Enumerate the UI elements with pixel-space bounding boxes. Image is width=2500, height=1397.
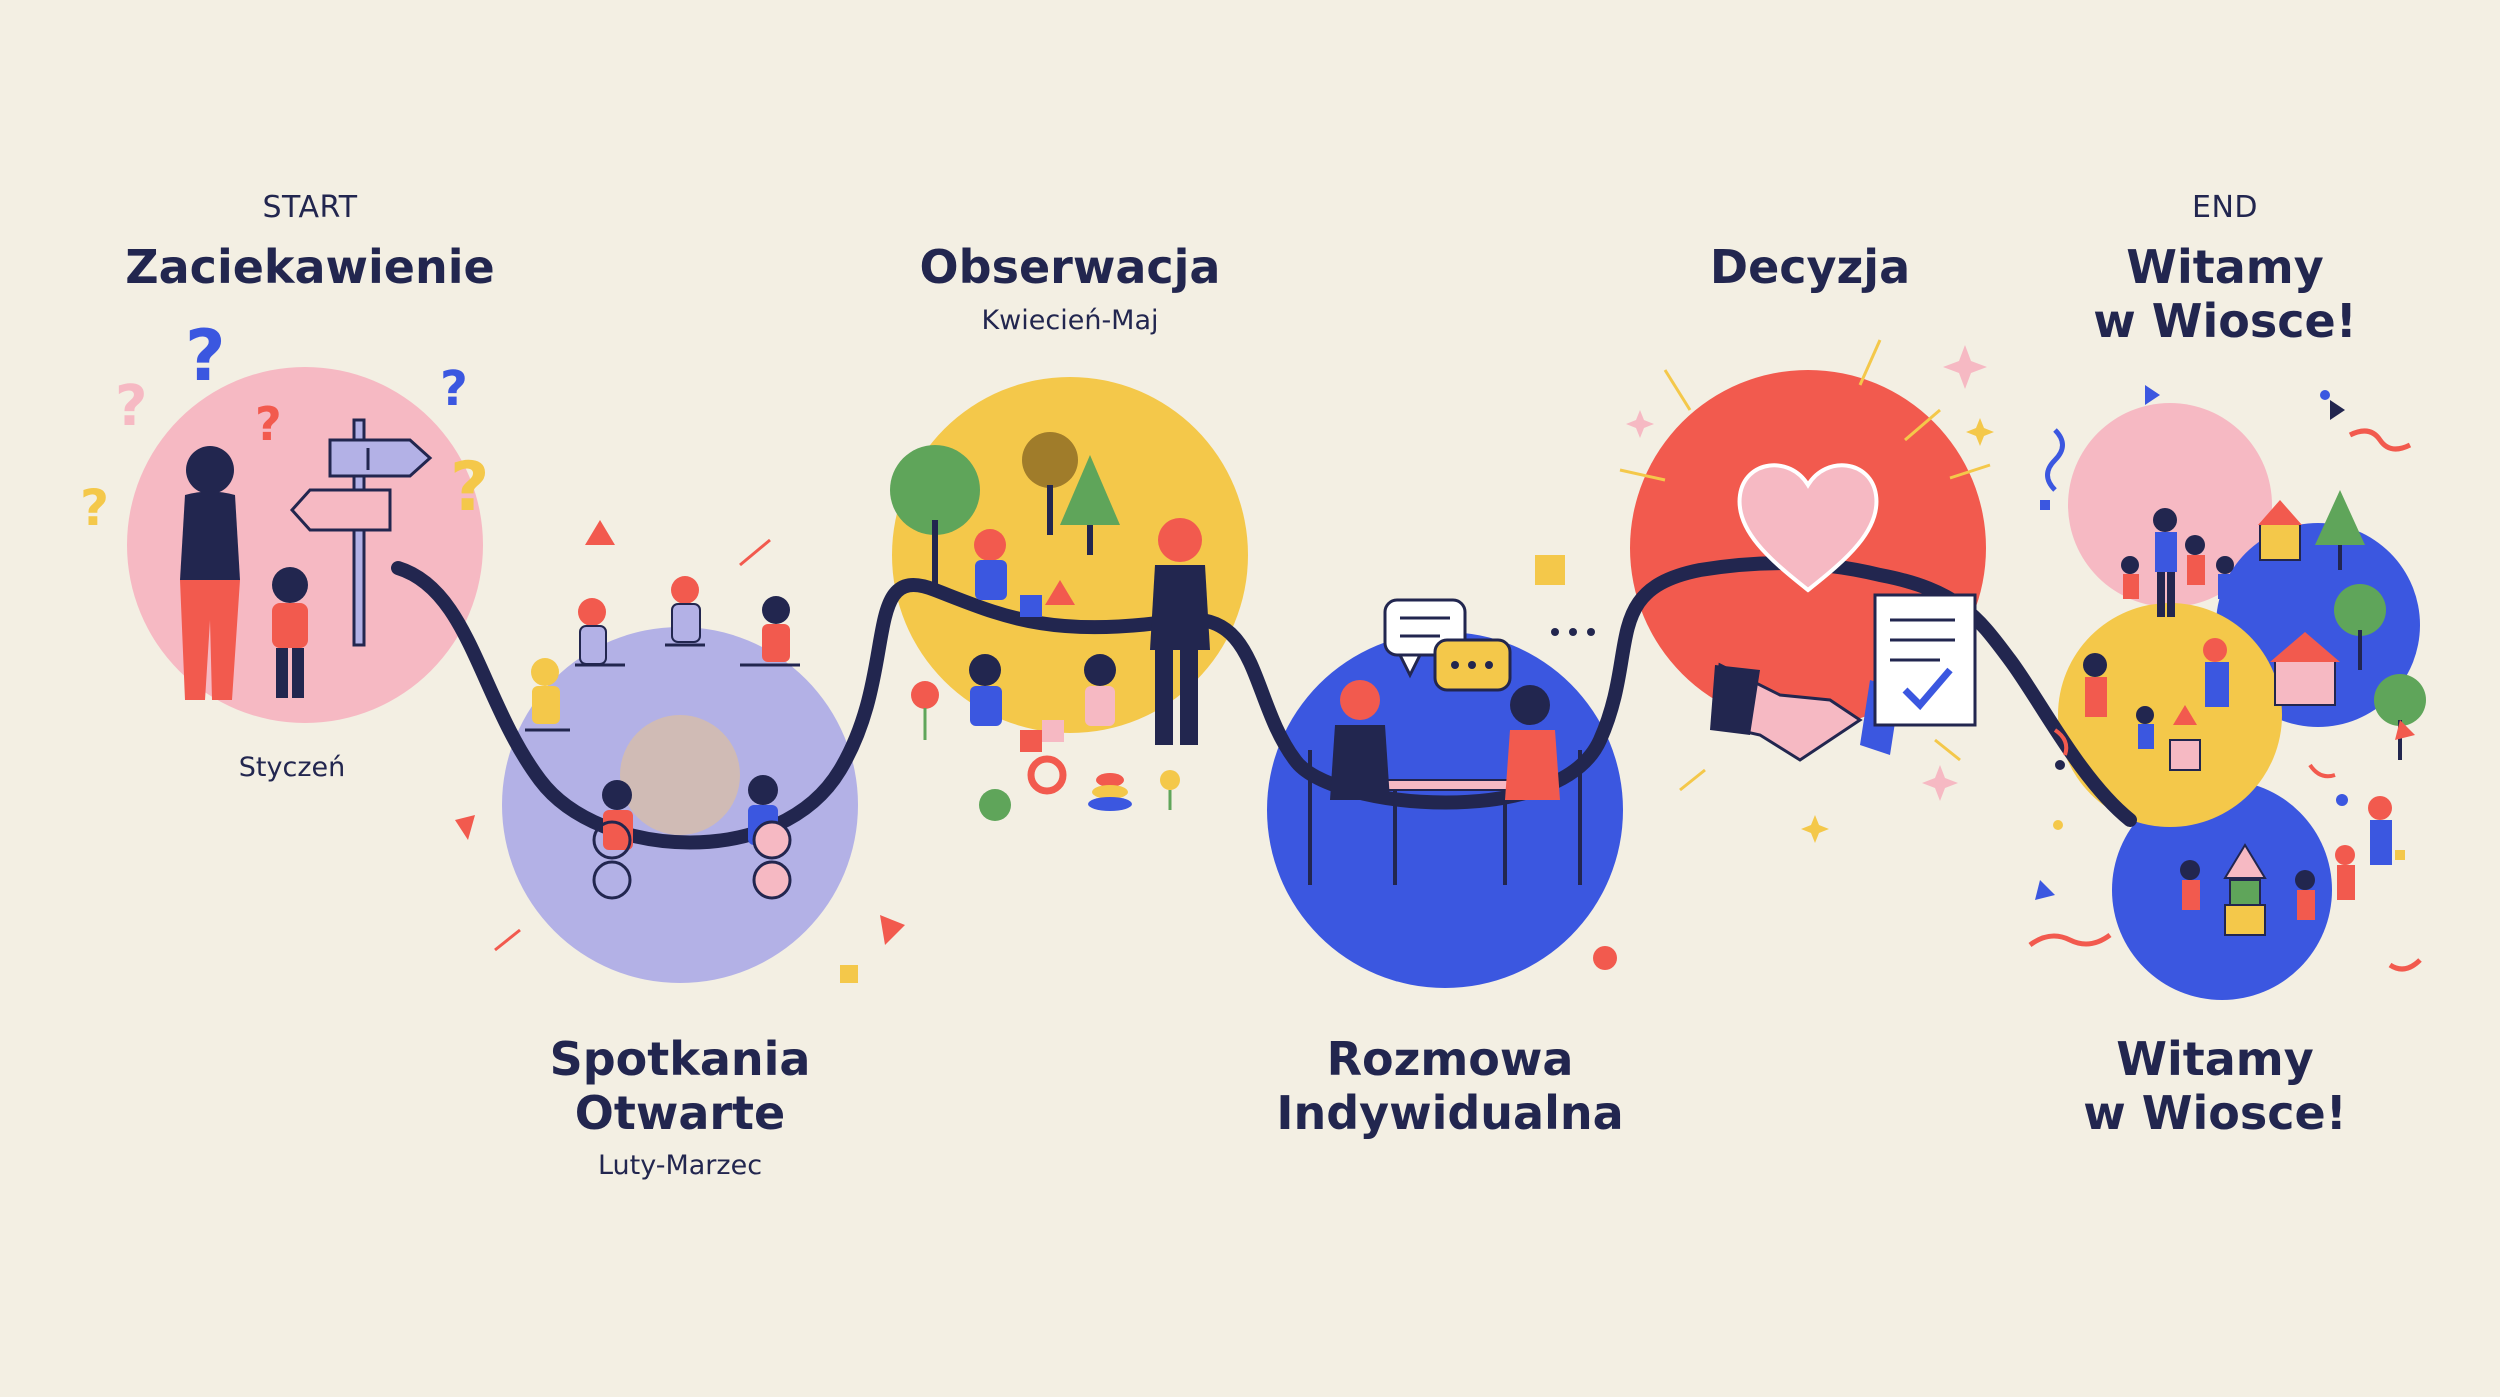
step-4-title: Rozmowa Indywidualna	[1250, 1032, 1650, 1140]
confetti-icon	[840, 965, 858, 983]
step-2-title: Spotkania Otwarte	[530, 1032, 830, 1140]
bottom-end-title: Witamy w Wiosce!	[2065, 1032, 2365, 1140]
ellipsis-icon	[1551, 628, 1595, 636]
confetti-icon	[880, 915, 905, 945]
flower-icon	[911, 681, 939, 740]
chair-icon	[665, 576, 705, 645]
bottom-end-title-line2: w Wiosce!	[2065, 1086, 2365, 1140]
step-3-period: Kwiecień-Maj	[950, 305, 1190, 336]
step-3-title: Obserwacja	[880, 240, 1260, 294]
document-check-icon	[1875, 595, 1975, 725]
question-mark-icon: ?	[115, 374, 147, 439]
confetti-icon	[455, 815, 475, 840]
end-tag: END	[2125, 190, 2325, 225]
step-1-title: Zaciekawienie	[110, 240, 510, 294]
child-playing	[969, 654, 1002, 726]
step-1-period: Styczeń	[192, 752, 392, 783]
question-mark-icon: ?	[185, 315, 226, 397]
confetti-icon	[585, 520, 615, 545]
step-2-period: Luty-Marzec	[580, 1150, 780, 1181]
step-1-circle	[127, 367, 483, 723]
question-mark-icon: ?	[440, 361, 468, 417]
step-4-title-line2: Indywidualna	[1250, 1086, 1650, 1140]
step-2-glow	[620, 715, 740, 835]
stacking-toy-icon	[1088, 773, 1132, 811]
ball-icon	[979, 789, 1011, 821]
question-mark-icon: ?	[255, 397, 282, 451]
step-4-title-line1: Rozmowa	[1250, 1032, 1650, 1086]
step-6-title-line2: w Wiosce!	[2075, 294, 2375, 348]
child-playing	[1084, 654, 1116, 726]
step-6-title: Witamy w Wiosce!	[2075, 240, 2375, 348]
step-2-title-line1: Spotkania	[530, 1032, 830, 1086]
step-2-title-line2: Otwarte	[530, 1086, 830, 1140]
confetti-icon	[1593, 946, 1617, 970]
step-5-title: Decyzja	[1660, 240, 1960, 294]
speech-bubble-icon	[1435, 640, 1510, 690]
step-6-title-line1: Witamy	[2075, 240, 2375, 294]
bottom-end-title-line1: Witamy	[2065, 1032, 2365, 1086]
question-mark-icon: ?	[450, 448, 489, 527]
flower-icon	[1160, 770, 1180, 810]
child-playing	[974, 529, 1007, 600]
tree-icon	[2374, 674, 2426, 760]
toy-ring-icon	[1031, 759, 1063, 791]
step-1-labels: START	[190, 190, 430, 225]
question-mark-icon: ?	[80, 479, 109, 537]
start-tag: START	[190, 190, 430, 225]
confetti-icon	[1535, 555, 1565, 585]
